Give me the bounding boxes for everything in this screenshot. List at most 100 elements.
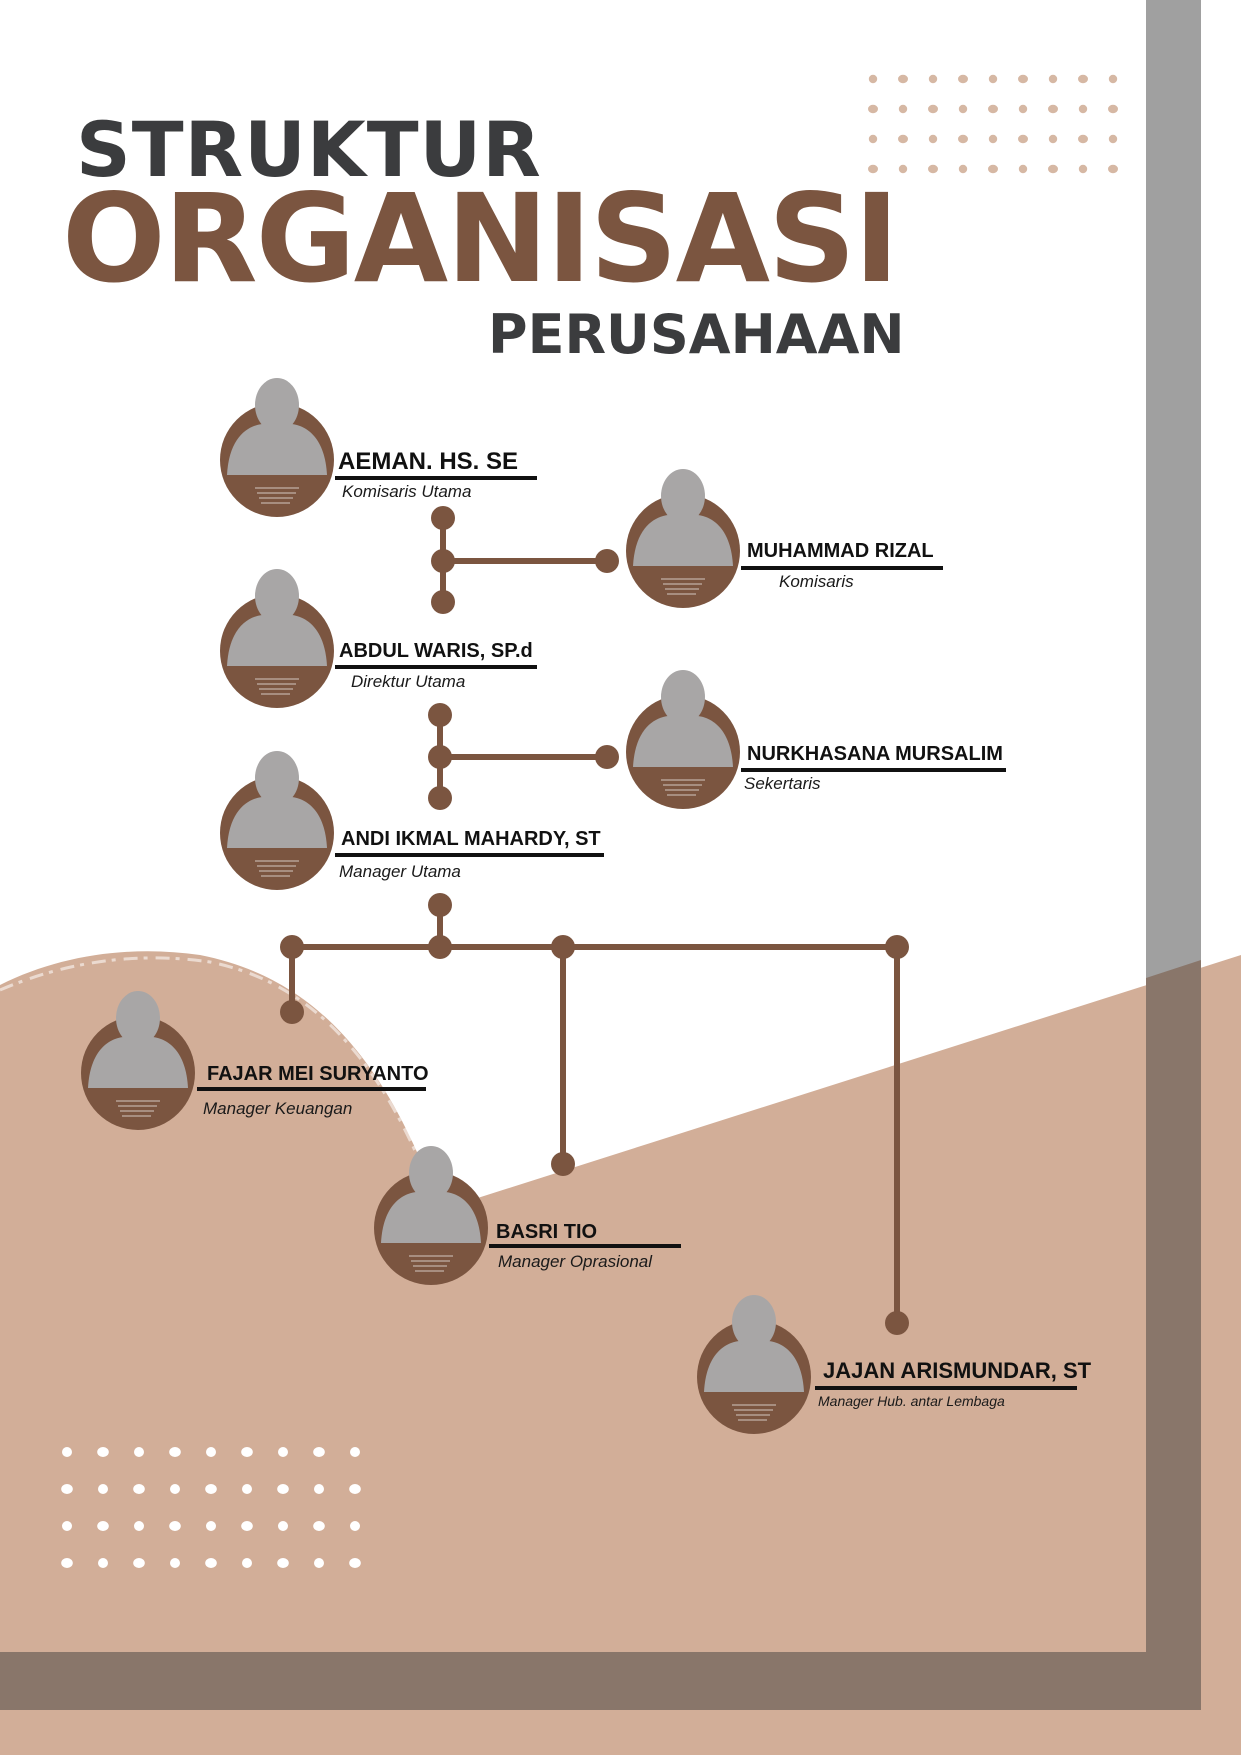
- name-underline: [741, 768, 1006, 772]
- decor-dot: [988, 74, 998, 84]
- decor-dot: [242, 1484, 252, 1494]
- connector-node: [431, 549, 455, 573]
- frame-bottom-bar: [0, 1652, 1201, 1710]
- decor-dot: [277, 1484, 289, 1494]
- decor-dot: [350, 1447, 360, 1457]
- connector-node: [428, 786, 452, 810]
- member-role: Komisaris Utama: [342, 482, 472, 501]
- decor-dot: [988, 164, 998, 174]
- decor-dot: [206, 1521, 216, 1531]
- member-name: NURKHASANA MURSALIM: [747, 743, 1003, 765]
- member-role: Manager Utama: [339, 862, 461, 881]
- decor-dot: [1048, 74, 1058, 84]
- decor-dot: [1048, 164, 1058, 174]
- connector-node: [431, 590, 455, 614]
- decor-dot: [1108, 104, 1118, 114]
- decor-dot: [170, 1484, 180, 1494]
- decor-dot: [314, 1484, 324, 1494]
- decor-dot: [278, 1447, 288, 1457]
- decor-dot: [97, 1521, 109, 1531]
- decor-dot: [98, 1558, 108, 1568]
- decor-dot: [928, 74, 938, 84]
- connector-node: [885, 935, 909, 959]
- decor-dot: [1078, 104, 1088, 114]
- decor-dot: [898, 74, 908, 84]
- name-underline: [335, 853, 604, 857]
- decor-dot: [133, 1558, 145, 1568]
- name-underline: [335, 476, 537, 480]
- decor-dot: [898, 164, 908, 174]
- connector-node: [885, 1311, 909, 1335]
- decor-dot: [1108, 164, 1118, 174]
- decor-dot: [349, 1558, 361, 1568]
- decor-dot: [313, 1447, 325, 1457]
- person-silhouette-icon: [220, 569, 334, 708]
- decor-dot: [1048, 134, 1058, 144]
- decor-dot: [241, 1447, 253, 1457]
- decor-dot: [868, 134, 878, 144]
- title-struktur: STRUKTUR: [76, 105, 542, 194]
- name-underline: [335, 665, 537, 669]
- member-name: AEMAN. HS. SE: [338, 448, 519, 475]
- decor-dot: [898, 104, 908, 114]
- decor-dot: [1018, 164, 1028, 174]
- decor-dot: [988, 134, 998, 144]
- decor-dot: [277, 1558, 289, 1568]
- decor-dot: [134, 1521, 144, 1531]
- decor-dot: [61, 1484, 73, 1494]
- decor-dot: [928, 104, 938, 114]
- member-name: MUHAMMAD RIZAL: [747, 540, 934, 562]
- decor-dot: [314, 1558, 324, 1568]
- decor-dot: [868, 164, 878, 174]
- decor-dot: [133, 1484, 145, 1494]
- decor-dot: [350, 1521, 360, 1531]
- member-role: Manager Hub. antar Lembaga: [818, 1393, 1005, 1409]
- connector-node: [428, 745, 452, 769]
- tan-hill-shape: [0, 951, 1241, 1755]
- decor-dot: [958, 164, 968, 174]
- member-name: JAJAN ARISMUNDAR, ST: [823, 1358, 1092, 1383]
- decor-dot: [169, 1447, 181, 1457]
- decor-dot: [898, 134, 908, 144]
- connector-node: [280, 1000, 304, 1024]
- member-name: ABDUL WARIS, SP.d: [339, 640, 533, 662]
- decor-dot: [868, 104, 878, 114]
- decor-dot: [1108, 134, 1118, 144]
- decor-dot: [958, 104, 968, 114]
- person-silhouette-icon: [697, 1295, 811, 1434]
- title-organisasi: ORGANISASI: [62, 168, 899, 310]
- decor-dot: [134, 1447, 144, 1457]
- decor-dot: [61, 1558, 73, 1568]
- person-silhouette-icon: [220, 751, 334, 890]
- person-silhouette-icon: [626, 670, 740, 809]
- decor-dot: [169, 1521, 181, 1531]
- person-silhouette-icon: [220, 378, 334, 517]
- connector-node: [428, 703, 452, 727]
- name-underline: [197, 1087, 426, 1091]
- decor-dot: [170, 1558, 180, 1568]
- decor-dot: [958, 74, 968, 84]
- decor-dot: [1078, 134, 1088, 144]
- person-silhouette-icon: [81, 991, 195, 1130]
- person-silhouette-icon: [374, 1146, 488, 1285]
- decor-dot: [97, 1447, 109, 1457]
- decor-dot: [62, 1521, 72, 1531]
- decor-dot: [205, 1558, 217, 1568]
- connector-node: [431, 506, 455, 530]
- name-underline: [815, 1386, 1077, 1390]
- member-role: Sekertaris: [744, 774, 821, 793]
- member-role: Direktur Utama: [351, 672, 466, 691]
- member-name: ANDI IKMAL MAHARDY, ST: [341, 828, 601, 850]
- decor-dot: [241, 1521, 253, 1531]
- decor-dot: [1018, 134, 1028, 144]
- decor-dot: [928, 164, 938, 174]
- decor-dot: [242, 1558, 252, 1568]
- connector-node: [280, 935, 304, 959]
- member-name: BASRI TIO: [496, 1221, 598, 1243]
- title-perusahaan: PERUSAHAAN: [488, 303, 905, 366]
- name-underline: [489, 1244, 681, 1248]
- member-role: Manager Keuangan: [203, 1099, 353, 1118]
